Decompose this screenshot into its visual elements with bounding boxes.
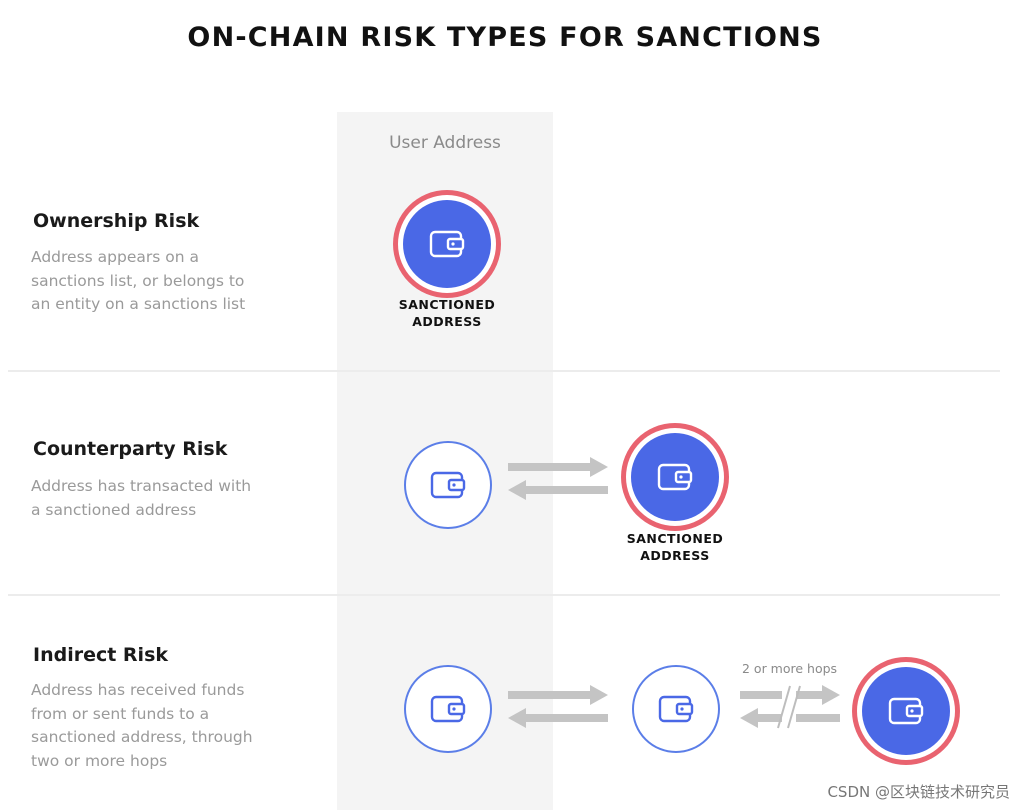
wallet-icon xyxy=(429,229,465,259)
sanctioned-address-node xyxy=(631,433,719,521)
arrow-left-icon xyxy=(508,480,608,500)
hop-break-icon xyxy=(777,684,801,730)
watermark: CSDN @区块链技术研究员 xyxy=(827,783,1010,801)
wallet-icon xyxy=(658,694,694,724)
user-address-node xyxy=(404,665,492,753)
hops-label: 2 or more hops xyxy=(742,661,838,676)
arrow-left-icon xyxy=(508,708,608,728)
sanctioned-address-node xyxy=(862,667,950,755)
transaction-arrows xyxy=(508,457,608,500)
counterparty-risk-title: Counterparty Risk xyxy=(33,438,228,460)
wallet-icon xyxy=(657,462,693,492)
transaction-arrows xyxy=(508,685,608,728)
section-divider xyxy=(8,594,1000,596)
arrow-right-icon xyxy=(508,685,608,705)
sanctioned-address-node xyxy=(403,200,491,288)
user-address-node xyxy=(404,441,492,529)
indirect-risk-title: Indirect Risk xyxy=(33,644,169,666)
ownership-risk-title: Ownership Risk xyxy=(33,210,200,232)
sanctioned-address-label: SANCTIONED ADDRESS xyxy=(626,531,724,563)
sanctioned-address-label: SANCTIONED ADDRESS xyxy=(398,297,496,329)
indirect-risk-description: Address has received funds from or sent … xyxy=(31,681,253,770)
ownership-risk-description: Address appears on a sanctions list, or … xyxy=(31,248,246,313)
arrow-left-icon xyxy=(740,708,840,728)
multi-hop-arrows xyxy=(740,684,840,730)
counterparty-risk-description: Address has transacted with a sanctioned… xyxy=(31,477,252,519)
user-address-label: User Address xyxy=(389,133,501,153)
section-divider xyxy=(8,370,1000,372)
wallet-icon xyxy=(430,694,466,724)
wallet-icon xyxy=(888,696,924,726)
arrow-right-icon xyxy=(508,457,608,477)
diagram-title: ON-CHAIN RISK TYPES FOR SANCTIONS xyxy=(187,22,823,53)
wallet-icon xyxy=(430,470,466,500)
intermediate-address-node xyxy=(632,665,720,753)
